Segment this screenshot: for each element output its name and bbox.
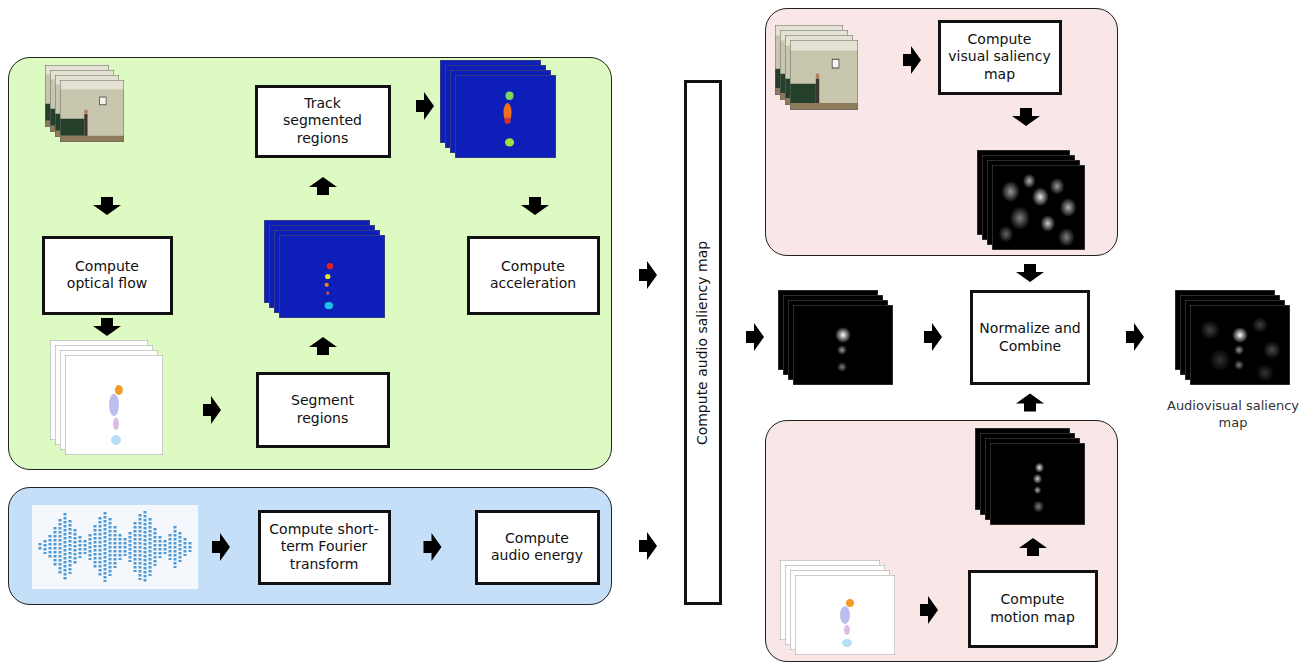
- block-arrow: [1016, 394, 1044, 412]
- block-arrow: [424, 533, 442, 561]
- tracked-frames: [440, 60, 556, 158]
- node-text: Compute optical flow: [51, 258, 164, 293]
- node-text: Compute audio saliency map: [694, 240, 712, 444]
- process-box: Compute optical flow: [42, 236, 173, 315]
- process-box: Segment regions: [256, 372, 390, 448]
- audio-saliency-frames: [778, 290, 893, 385]
- node-text: Compute short-term Fourier transform: [267, 521, 382, 574]
- block-arrow: [1016, 264, 1044, 282]
- group-panel: Compute optical flowSegment regions Track…: [8, 57, 612, 470]
- output-frames: [1175, 290, 1290, 385]
- process-box: Compute motion map: [968, 570, 1098, 648]
- flow-frames: [50, 340, 163, 455]
- node-text: Normalize and Combine: [979, 320, 1081, 355]
- motion-frames: [975, 428, 1085, 525]
- block-arrow: [639, 261, 657, 289]
- video-frames: [775, 25, 858, 110]
- process-box: Compute visual saliency map: [938, 20, 1062, 95]
- output-label: Audiovisual saliency map: [1163, 398, 1303, 432]
- node-text: Compute motion map: [977, 591, 1089, 626]
- block-arrow: [639, 532, 657, 560]
- process-box: Track segmented regions: [255, 85, 391, 158]
- node-text: Track segmented regions: [264, 95, 382, 148]
- visual-saliency-frames: [977, 150, 1085, 250]
- flow-frames: [780, 560, 895, 655]
- group-panel: Compute motion map: [765, 420, 1118, 662]
- process-box: Normalize and Combine: [970, 290, 1090, 385]
- node-text: Compute visual saliency map: [947, 31, 1053, 84]
- process-box: Compute acceleration: [467, 236, 600, 315]
- process-box: Compute audio energy: [475, 510, 600, 585]
- process-box: Compute audio saliency map: [684, 80, 722, 605]
- node-text: Segment regions: [265, 392, 381, 427]
- node-text: Compute audio energy: [484, 530, 591, 565]
- process-box: Compute short-term Fourier transform: [258, 510, 391, 585]
- group-panel: Compute visual saliency map: [765, 8, 1118, 256]
- group-panel: Compute short-term Fourier transform Comp…: [8, 487, 612, 605]
- video-frames: [45, 65, 124, 142]
- segment-frames: [264, 220, 385, 318]
- waveform: [40, 511, 190, 583]
- node-text: Compute acceleration: [476, 258, 591, 293]
